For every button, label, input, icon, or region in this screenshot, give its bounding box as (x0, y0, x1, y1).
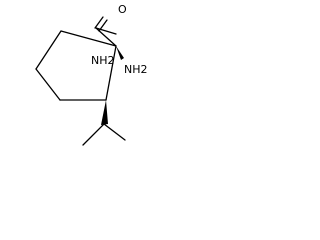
bond-isopropyl-methyl-left (82, 123, 105, 146)
ring-bond-c1-c2 (105, 45, 117, 101)
wedge-bond-amino (116, 46, 124, 60)
atom-carbonyl-oxygen: O (118, 3, 127, 16)
atom-amide-nitrogen: NH2 (124, 63, 148, 76)
bond-isopropyl-methyl-right (103, 123, 126, 141)
ring-bond-c4-c5 (35, 30, 62, 70)
ring-bond-c3-c4 (35, 68, 61, 101)
ring-bond-c5-c1 (60, 30, 117, 47)
chemical-structure: O NH2 NH2 (35, 3, 148, 146)
atom-amino-nitrogen: NH2 (91, 54, 115, 67)
wedge-bond-isopropyl (101, 100, 108, 125)
bond-carbonyl-nitrogen (95, 27, 117, 35)
double-bond-carbonyl-a (94, 16, 104, 29)
